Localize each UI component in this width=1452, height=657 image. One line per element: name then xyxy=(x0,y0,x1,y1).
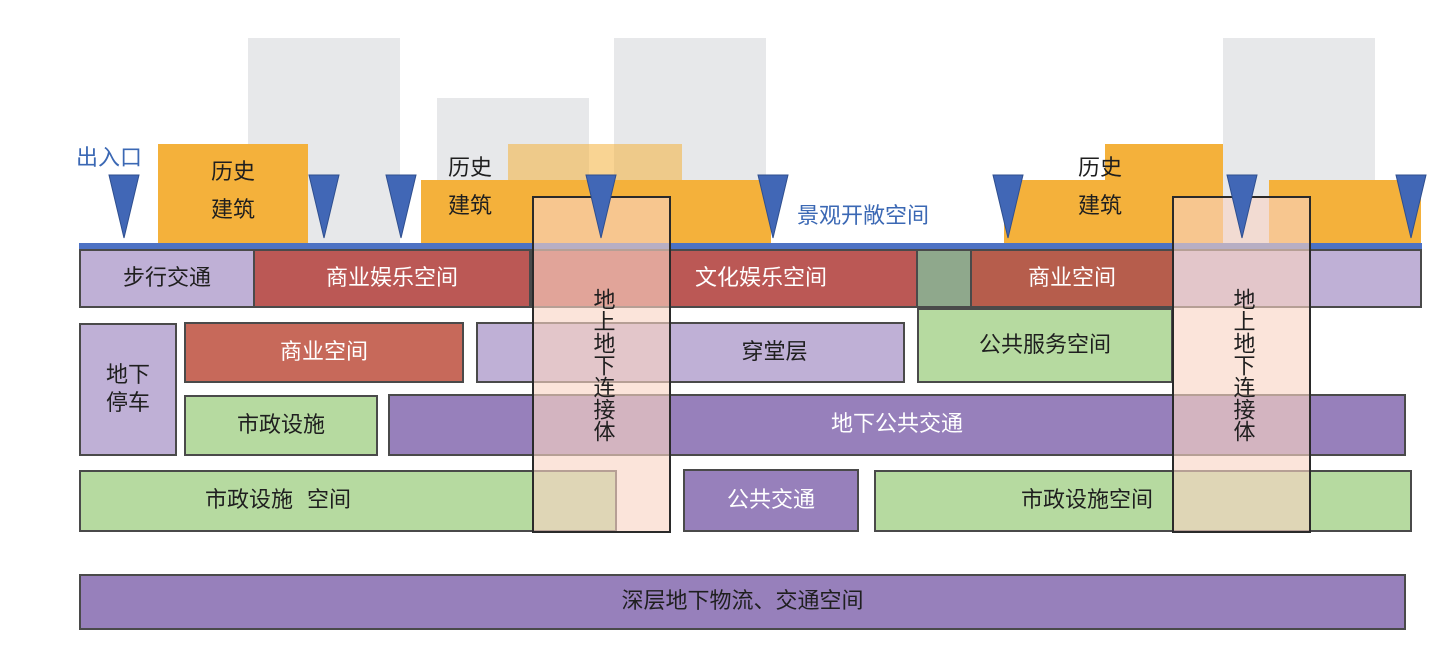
public-service-block: 公共服务空间 xyxy=(917,308,1173,383)
deep-layer-block: 深层地下物流、交通空间 xyxy=(79,574,1406,630)
historic-building-1-line2: 建筑 xyxy=(210,198,255,223)
landscape-label: 景观开敞空间 xyxy=(797,204,930,229)
historic-building-1: 历史 建筑 xyxy=(158,144,308,246)
commercial-entertainment-block: 商业娱乐空间 xyxy=(253,249,531,308)
down-triangle-icon xyxy=(757,174,789,239)
connector-left: 地上地下连接体 xyxy=(532,196,671,533)
ground-line xyxy=(79,243,1422,249)
historic-building-2-label: 历史 建筑 xyxy=(430,150,510,226)
connector-left-label: 地上地下连接体 xyxy=(589,287,615,442)
down-triangle-icon xyxy=(308,174,340,239)
historic-building-1-line1: 历史 xyxy=(210,160,255,185)
down-triangle-icon xyxy=(585,174,617,239)
commercial-left-block: 商业空间 xyxy=(184,322,464,383)
through-floor-label: 穿堂层 xyxy=(741,339,808,365)
commercial-right-block: 商业空间 xyxy=(970,249,1174,308)
underground-parking-block: 地下 停车 xyxy=(79,323,177,456)
entrance-label: 出入口 xyxy=(76,146,143,171)
historic-building-3-line2: 建筑 xyxy=(1077,194,1122,219)
down-triangle-icon xyxy=(1395,174,1427,239)
pedestrian-block: 步行交通 xyxy=(79,249,255,308)
down-triangle-icon xyxy=(385,174,417,239)
historic-building-2-line1: 历史 xyxy=(447,156,492,181)
down-triangle-icon xyxy=(108,174,140,239)
cultural-entertainment-label: 文化娱乐空间 xyxy=(695,265,828,291)
connector-right-label: 地上地下连接体 xyxy=(1229,287,1255,442)
historic-building-3-line1: 历史 xyxy=(1077,156,1122,181)
down-triangle-icon xyxy=(1226,174,1258,239)
municipal-space-right-block: 市政设施空间 xyxy=(874,470,1412,532)
historic-building-3-label: 历史 建筑 xyxy=(1060,150,1140,226)
municipal-facility-block: 市政设施 xyxy=(184,395,378,456)
underground-parking-label: 地下 停车 xyxy=(105,363,150,416)
historic-building-3-upper xyxy=(1105,144,1223,184)
down-triangle-icon xyxy=(992,174,1024,239)
municipal-space-left-block: 市政设施 空间 xyxy=(79,470,617,532)
transition-block xyxy=(916,249,972,308)
historic-building-2-line2: 建筑 xyxy=(447,194,492,219)
public-transit-block: 公共交通 xyxy=(683,469,859,532)
